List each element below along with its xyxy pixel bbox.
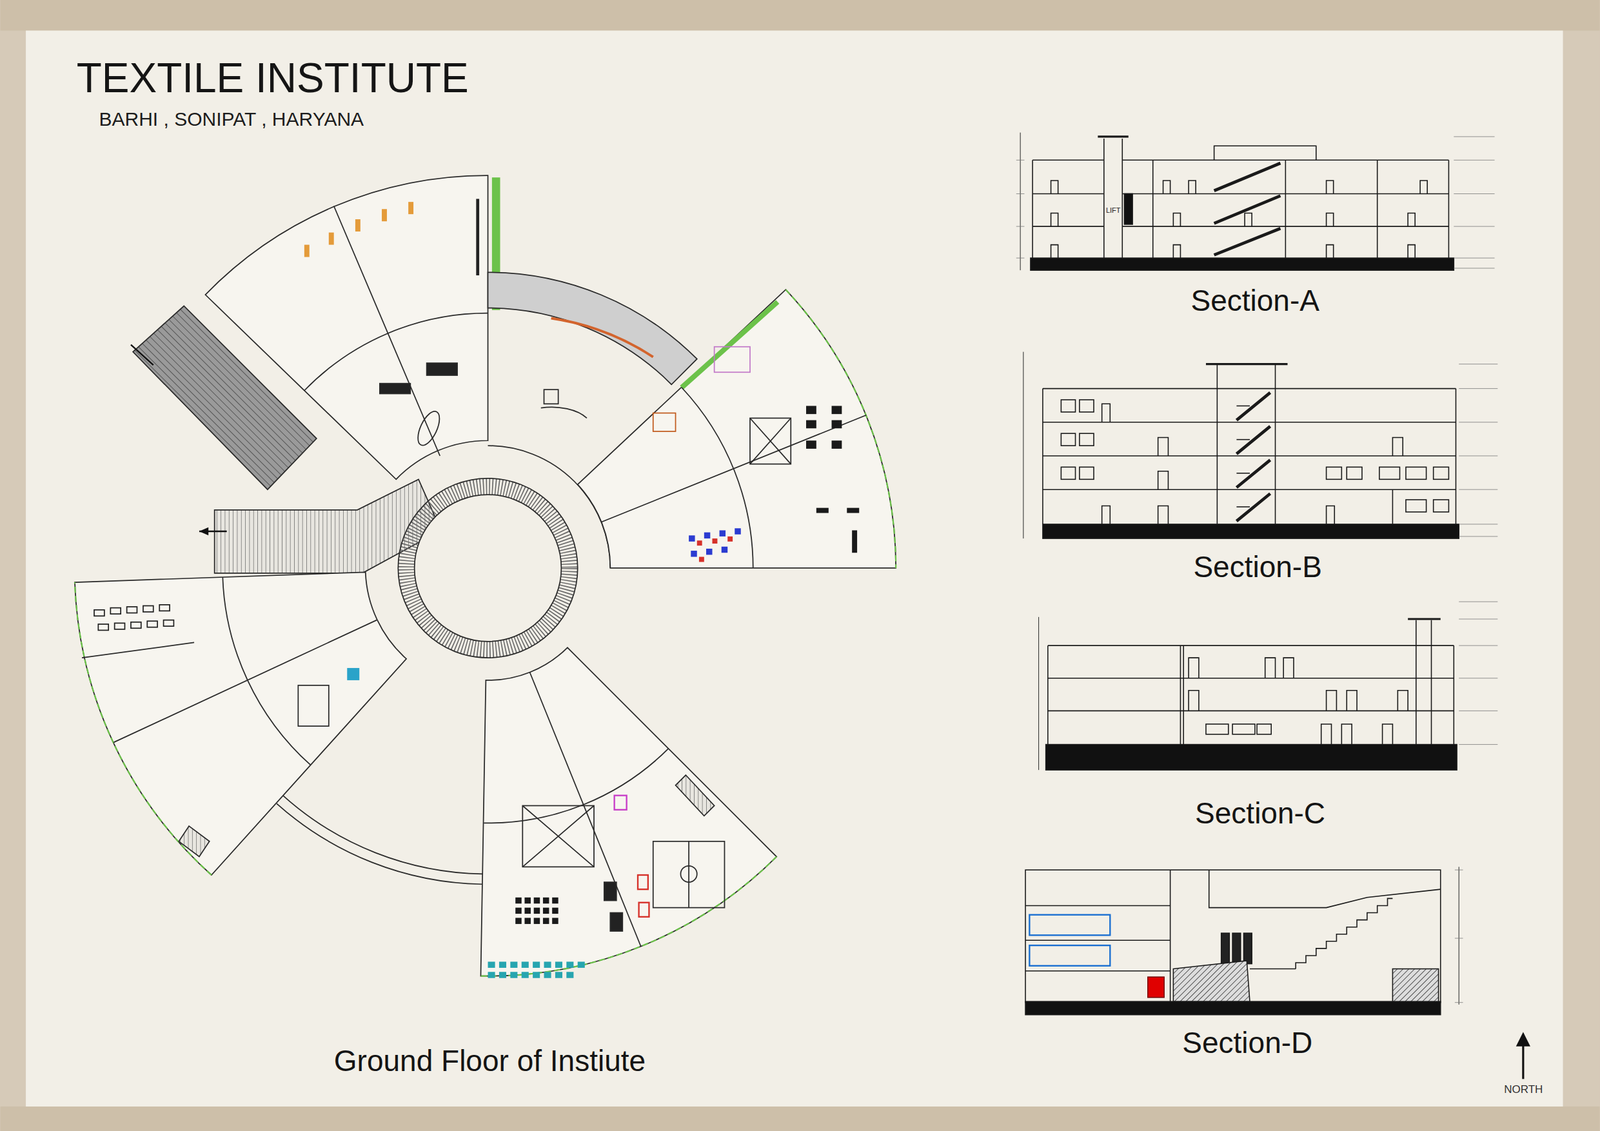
drawing-caption: Section-D xyxy=(1182,1026,1313,1061)
lift-label: LIFT xyxy=(1106,206,1121,215)
drawing-panel: Ground Floor of Instiute xyxy=(56,168,924,1087)
drawing-caption: Section-B xyxy=(1193,550,1322,585)
drawing-panel: Section-D xyxy=(1015,865,1480,1062)
drawing-panel: Section-B xyxy=(1015,346,1501,587)
drawing-panel: Section-C xyxy=(1020,612,1501,832)
drawing-caption: Section-C xyxy=(1195,796,1326,831)
location-subtitle: BARHI , SONIPAT , HARYANA xyxy=(98,108,364,131)
drawing-caption: Ground Floor of Instiute xyxy=(334,1044,646,1079)
drawing-caption: Section-A xyxy=(1190,283,1319,318)
sheet-title: TEXTILE INSTITUTE xyxy=(76,54,469,103)
drawing-panel: Section-A xyxy=(1009,127,1500,322)
north-label: NORTH xyxy=(1503,1083,1543,1097)
